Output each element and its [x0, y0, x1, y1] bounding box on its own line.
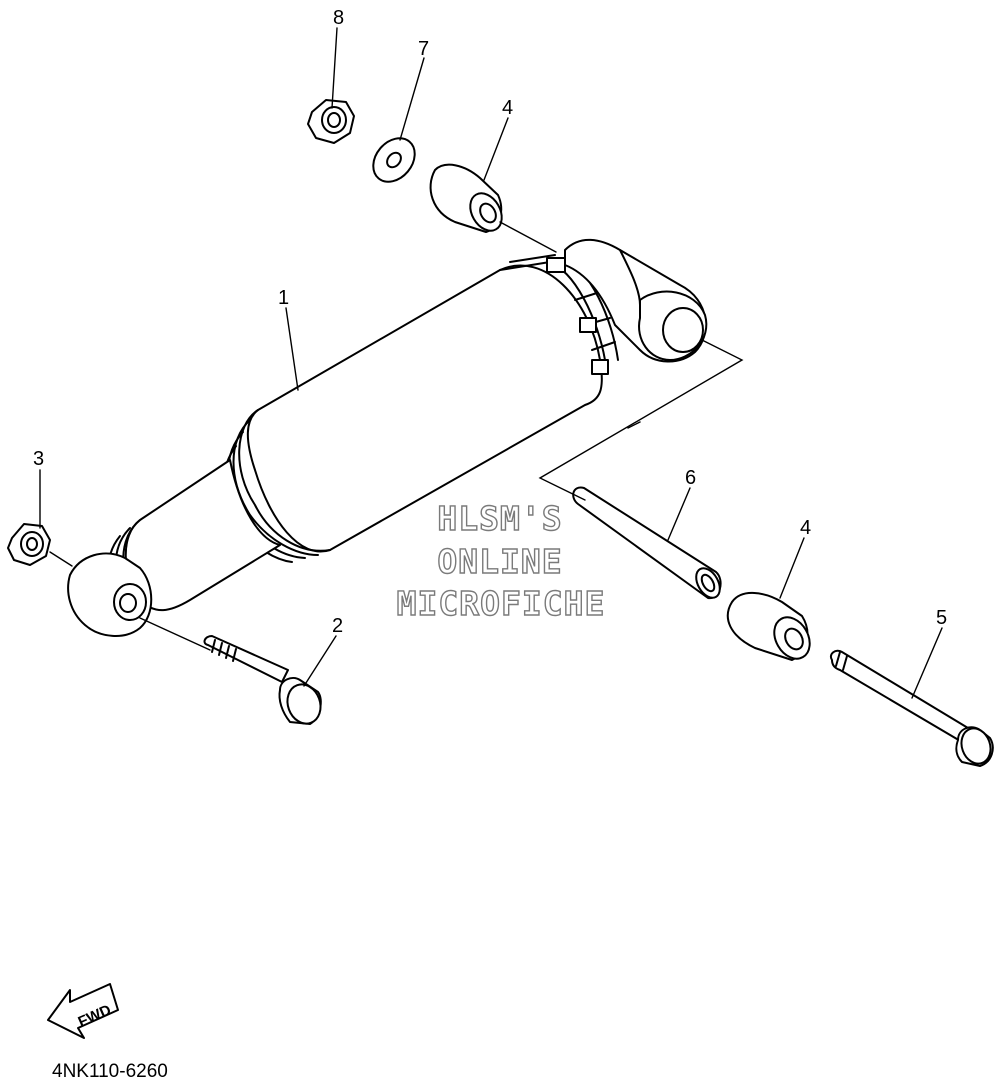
- callout-leaders: [39, 27, 943, 699]
- callout-8: 8: [333, 7, 344, 29]
- shock-absorber: [67, 238, 708, 637]
- callout-4-lower: 4: [800, 517, 811, 539]
- callout-2: 2: [332, 615, 343, 637]
- pivot-bolt: [830, 649, 994, 767]
- forward-arrow-icon: FWD: [47, 983, 119, 1039]
- collar-lower: [726, 592, 811, 661]
- callout-3: 3: [33, 448, 44, 470]
- callout-6: 6: [685, 467, 696, 489]
- callout-5: 5: [936, 607, 947, 629]
- spacer: [572, 486, 722, 600]
- watermark-line-1: HLSM'S: [437, 499, 562, 538]
- watermark-line-3: MICROFICHE: [397, 584, 606, 623]
- callout-4-upper: 4: [502, 97, 513, 119]
- collar-upper: [429, 163, 503, 233]
- upper-nut: [307, 99, 355, 144]
- lower-nut: [7, 523, 51, 566]
- diagram-code: 4NK110-6260: [52, 1061, 168, 1082]
- callout-7: 7: [418, 38, 429, 60]
- callout-1: 1: [278, 287, 289, 309]
- washer: [372, 137, 416, 183]
- lower-bolt: [203, 635, 322, 725]
- watermark: HLSM'S ONLINE MICROFICHE: [396, 498, 606, 623]
- watermark-line-2: ONLINE: [437, 542, 562, 581]
